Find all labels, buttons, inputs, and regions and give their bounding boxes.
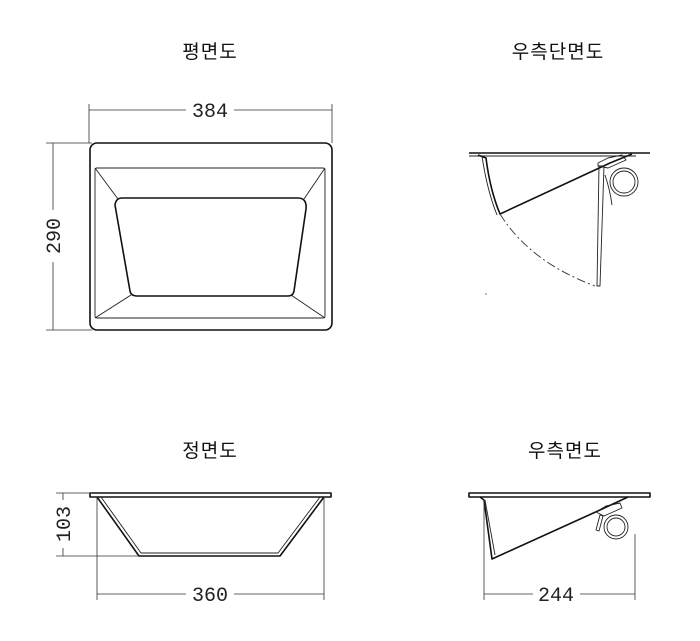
section-pivot-ring-inner (612, 170, 636, 194)
front-width-label: 360 (192, 585, 228, 608)
plan-view: 평면도 384 290 (44, 41, 333, 331)
plan-outer-rim (89, 142, 333, 331)
front-view-title: 정면도 (182, 440, 237, 462)
side-pivot-ring (603, 514, 629, 540)
front-height-label: 103 (54, 506, 77, 542)
plan-view-title: 평면도 (182, 41, 237, 63)
section-tilt-arc (499, 213, 596, 287)
side-basin-inner (484, 499, 496, 556)
front-basin-body (96, 496, 325, 557)
section-reference-dot (485, 293, 487, 295)
front-rim (89, 492, 332, 498)
plan-corner-line-tl (94, 167, 119, 200)
side-width-label: 244 (538, 585, 574, 608)
section-arm-slot (604, 174, 613, 206)
right-section-title: 우측단면도 (512, 41, 604, 63)
side-arm-slot (595, 514, 604, 532)
plan-corner-line-br (290, 294, 326, 319)
side-hinge-bracket (595, 502, 623, 517)
section-basin-wall (477, 153, 633, 215)
side-rim (468, 492, 651, 498)
front-basin-inner (100, 496, 321, 554)
side-pivot-ring-inner (606, 517, 626, 537)
section-hinge-bracket (597, 154, 627, 169)
right-section-view: 우측단면도 (469, 41, 650, 295)
right-side-title: 우측면도 (528, 440, 602, 462)
section-basin-wall-inner (481, 155, 498, 216)
plan-height-label: 290 (44, 218, 67, 254)
right-side-view: 우측면도 244 (468, 440, 651, 608)
plan-basin-bottom (114, 197, 307, 297)
plan-width-label: 384 (192, 101, 228, 124)
plan-inner-rim (94, 167, 326, 319)
section-pivot-ring (609, 167, 639, 197)
front-view: 정면도 103 360 (54, 440, 332, 608)
section-support-arm (596, 165, 605, 287)
plan-corner-line-bl (94, 294, 132, 319)
plan-corner-line-tr (303, 167, 326, 200)
